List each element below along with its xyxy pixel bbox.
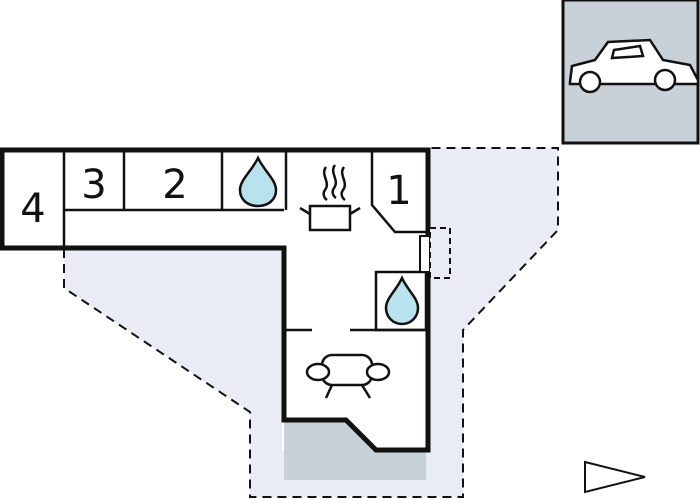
- room-number-1: 1: [386, 168, 411, 214]
- entrance-door: [419, 235, 431, 273]
- room-number-4: 4: [20, 186, 45, 232]
- terrace-area: [284, 420, 426, 480]
- water-drop-icon: [384, 275, 420, 326]
- room-number-2: 2: [162, 162, 187, 208]
- sofa-icon: [305, 353, 391, 399]
- cooking-pot-icon: [299, 164, 361, 232]
- water-drop-icon: [238, 155, 278, 208]
- car-icon: [568, 38, 700, 94]
- room-number-3: 3: [81, 162, 106, 208]
- north-arrow-icon: [584, 460, 646, 494]
- interior-walls: [62, 150, 428, 332]
- entrance-porch: [429, 227, 451, 279]
